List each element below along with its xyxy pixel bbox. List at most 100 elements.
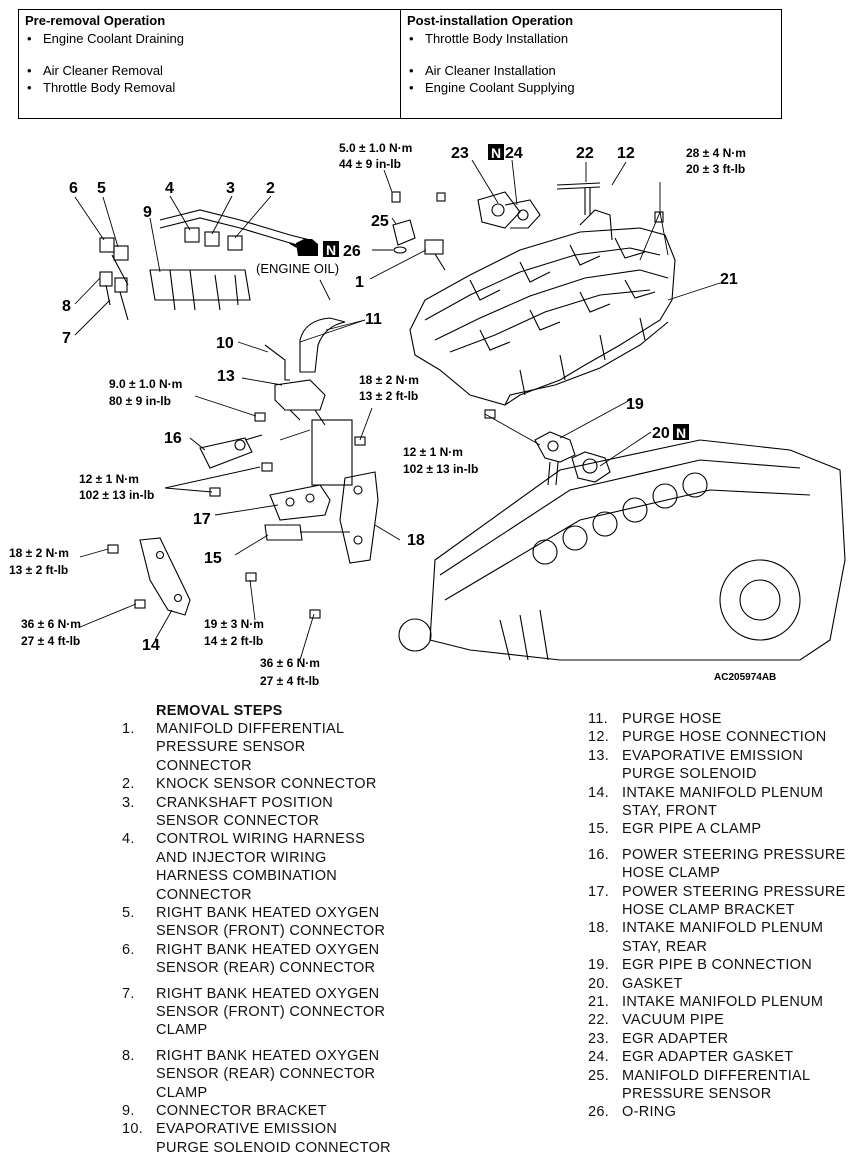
step-text: GASKET [622,975,683,992]
step-text: HARNESS COMBINATION [156,868,338,885]
step-number: 8. [122,1047,135,1064]
step-text: SENSOR (FRONT) CONNECTOR [156,1004,386,1020]
callout-9: 9 [143,204,152,221]
bullet-icon: • [409,63,414,78]
callout-17: 17 [193,511,211,528]
egr-pipe-a-clamp-drawing [264,524,350,541]
step-text: AND INJECTOR WIRING [156,849,327,866]
post-installation-heading: Post-installation Operation [407,13,574,28]
engine-oil-label: (ENGINE OIL) [256,261,339,276]
callout-11: 11 [365,311,382,328]
torque-18a-nm: 18 ± 2 N·m [359,373,419,387]
step-text: EGR ADAPTER [622,1030,729,1047]
step-text: HOSE CLAMP BRACKET [622,902,795,918]
pre-removal-item: •Engine Coolant Draining [27,31,184,46]
pre-removal-column: Pre-removal Operation •Engine Coolant Dr… [19,10,401,118]
bullet-icon: • [27,80,32,95]
step-text: PURGE HOSE CONNECTION [622,729,827,746]
torque-18b-nm: 36 ± 6 N·m [260,656,320,670]
torque-13-inlb: 80 ± 9 in-lb [109,394,171,408]
step-text: RIGHT BANK HEATED OXYGEN [156,905,380,921]
step-text: STAY, REAR [622,938,708,955]
step-number: 5. [122,905,135,921]
step-number: 6. [122,941,135,958]
step-text: PURGE SOLENOID CONNECTOR [156,1139,391,1156]
callout-14: 14 [142,637,160,654]
n-badge-24 [488,144,504,160]
plenum-stay-rear-drawing [339,471,379,564]
callout-19: 19 [626,396,644,413]
callout-6: 6 [69,180,78,197]
callout-25: 25 [371,213,389,230]
post-installation-item: •Engine Coolant Supplying [409,80,575,95]
hose-clamp-bracket-drawing [269,484,331,521]
step-text: CRANKSHAFT POSITION [156,794,334,811]
leader-lines [74,159,721,661]
step-text: RIGHT BANK HEATED OXYGEN [156,1047,380,1064]
step-text: MANIFOLD DIFFERENTIAL [156,721,345,737]
step-text: CONNECTOR BRACKET [156,1103,327,1119]
post-installation-item: •Air Cleaner Installation [409,63,556,78]
power-steering-clamp-drawing [199,434,263,469]
svg-text:N: N [491,145,501,161]
callout-20: 20 [652,425,670,442]
step-text: PURGE SOLENOID [622,766,757,783]
step-text: EGR PIPE B CONNECTION [622,957,812,974]
pre-removal-item: •Air Cleaner Removal [27,63,163,78]
torque-14a-nm: 18 ± 2 N·m [9,546,69,560]
callout-21: 21 [720,271,738,288]
step-text: EGR PIPE A CLAMP [622,821,762,838]
callout-18: 18 [407,532,425,549]
bullet-icon: • [409,31,414,46]
callout-4: 4 [165,180,174,197]
post-installation-column: Post-installation Operation •Throttle Bo… [401,10,783,118]
bullet-icon: • [27,63,32,78]
step-text: RIGHT BANK HEATED OXYGEN [156,985,380,1002]
torque-18a-ftlb: 13 ± 2 ft-lb [359,389,418,403]
callout-10: 10 [216,335,234,352]
step-text: HOSE CLAMP [622,865,721,882]
torque-17-nm: 12 ± 1 N·m [79,472,139,486]
callout-12: 12 [617,145,635,162]
callout-8: 8 [62,298,71,315]
oil-can-icon [289,239,318,256]
removal-steps-title: REMOVAL STEPS [156,703,283,719]
step-number: 1. [122,721,135,737]
step-number: 11. [588,711,608,727]
torque-19-inlb: 102 ± 13 in-lb [403,462,478,476]
step-number: 10. [122,1121,144,1138]
callout-23: 23 [451,145,469,162]
callout-5: 5 [97,180,106,197]
step-number: 20. [588,975,610,992]
svg-text:N: N [676,425,686,441]
step-text: VACUUM PIPE [622,1012,725,1029]
step-text: POWER STEERING PRESSURE [622,883,846,900]
step-text: CONNECTOR [156,886,252,903]
pre-removal-item: •Throttle Body Removal [27,80,176,95]
callout-16: 16 [164,430,182,447]
step-text: SENSOR (REAR) CONNECTOR [156,1066,376,1083]
intake-manifold-plenum-drawing [409,209,676,406]
step-text: POWER STEERING PRESSURE [622,846,846,863]
exploded-view-diagram: 1 2 3 4 5 6 7 8 9 10 11 12 13 14 15 16 1… [9,141,846,688]
step-number: 15. [588,821,610,838]
post-installation-item: •Throttle Body Installation [409,31,569,46]
figure-code: AC205974AB [714,672,776,683]
step-text: PURGE HOSE [622,711,722,727]
step-number: 16. [588,846,610,863]
torque-21-ftlb: 20 ± 3 ft-lb [686,162,745,176]
step-number: 7. [122,985,135,1002]
step-number: 24. [588,1049,610,1066]
callout-1: 1 [355,274,364,291]
step-text: INTAKE MANIFOLD PLENUM [622,994,824,1010]
torque-15-nm: 19 ± 3 N·m [204,617,264,631]
callout-26: 26 [343,243,361,260]
step-number: 18. [588,920,610,937]
step-text: CONTROL WIRING HARNESS [156,831,366,848]
step-number: 3. [122,794,135,811]
callout-13: 13 [217,368,235,385]
callout-7: 7 [62,330,71,347]
step-number: 22. [588,1012,610,1029]
step-number: 26. [588,1104,610,1121]
step-text: EVAPORATIVE EMISSION [156,1121,338,1138]
